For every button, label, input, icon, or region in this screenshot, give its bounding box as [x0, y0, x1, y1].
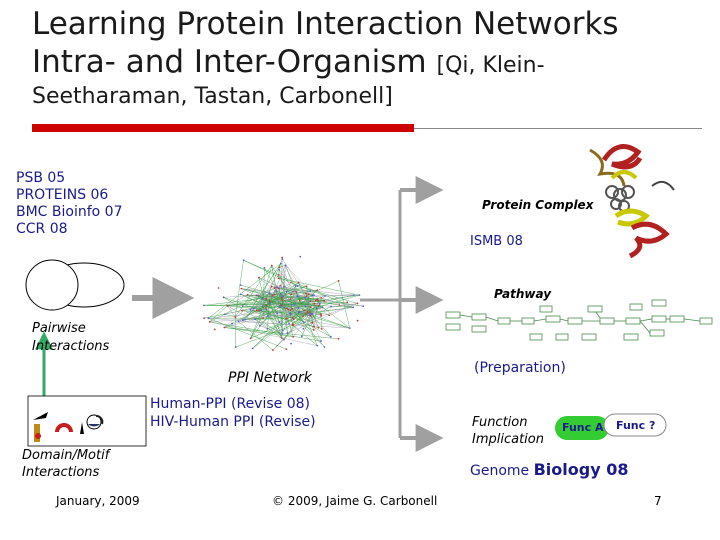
- func-unknown-label: Func ?: [616, 419, 656, 432]
- citation-part-1: [Qi, Klein-: [436, 53, 545, 78]
- preparation-label: (Preparation): [474, 360, 566, 376]
- genome-biology-bold: Biology 08: [533, 460, 629, 479]
- conference-item: PROTEINS 06: [16, 187, 109, 203]
- ppi-network-graph: [203, 255, 364, 352]
- footer-copyright: © 2009, Jaime G. Carbonell: [272, 494, 438, 508]
- pairwise-label: Pairwise Interactions: [32, 321, 110, 354]
- function-bubbles: [555, 413, 667, 440]
- genome-biology-label: Genome Biology 08: [470, 460, 628, 479]
- conference-list: PSB 05 PROTEINS 06 BMC Bioinfo 07 CCR 08: [16, 170, 123, 238]
- branch-bracket: [360, 190, 402, 438]
- human-ppi-label: Human-PPI (Revise 08): [150, 396, 310, 412]
- title-line-1: Learning Protein Interaction Networks: [32, 6, 619, 42]
- ppi-network-label: PPI Network: [228, 370, 312, 386]
- function-implication-label: Function Implication: [472, 415, 544, 447]
- func-a-label: Func A: [562, 421, 604, 434]
- protein-complex-structure: [589, 144, 675, 259]
- title-line-2: Intra- and Inter-Organism [Qi, Klein-: [32, 44, 545, 80]
- page-number: 7: [654, 494, 662, 508]
- genome-biology-prefix: Genome: [470, 463, 534, 479]
- domain-motif-shapes: [27, 395, 147, 447]
- conference-item: BMC Bioinfo 07: [16, 204, 123, 220]
- protein-complex-label: Protein Complex: [482, 198, 594, 212]
- title-accent-bar: [32, 124, 414, 132]
- hiv-human-ppi-label: HIV-Human PPI (Revise): [150, 414, 316, 430]
- pathway-diagram: [445, 299, 713, 341]
- ismb-label: ISMB 08: [470, 234, 523, 249]
- conference-item: PSB 05: [16, 170, 66, 186]
- pairwise-protein-ovals: [25, 259, 125, 311]
- citation-part-2: Seetharaman, Tastan, Carbonell]: [32, 84, 393, 109]
- pathway-label: Pathway: [494, 287, 552, 301]
- domain-motif-label: Domain/Motif Interactions: [22, 448, 110, 480]
- title-line-2-main: Intra- and Inter-Organism: [32, 44, 427, 80]
- conference-item: CCR 08: [16, 221, 68, 237]
- footer-date: January, 2009: [56, 494, 140, 508]
